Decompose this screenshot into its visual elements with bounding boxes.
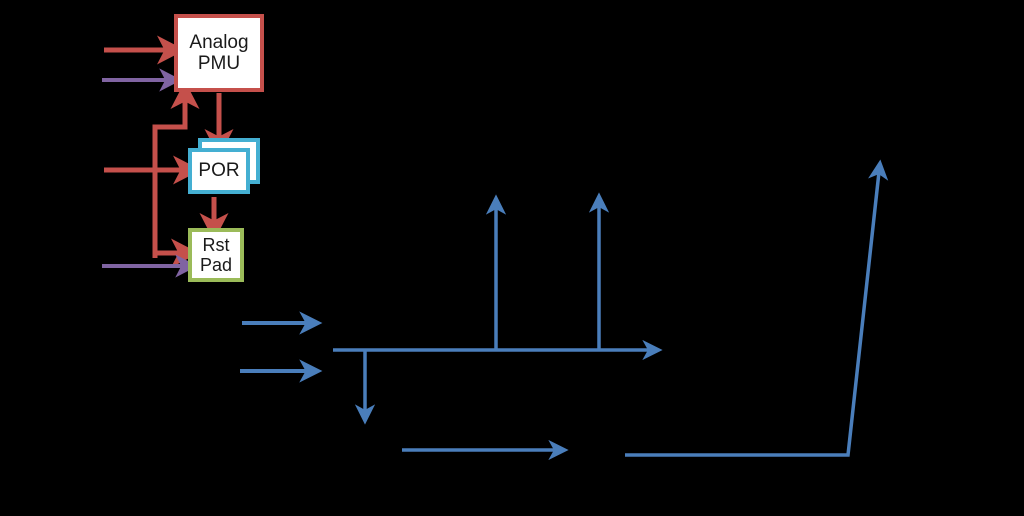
block-analog-pmu-label-line1: Analog [189,31,249,53]
block-rst-pad-label-line2: Pad [199,255,233,275]
block-analog-pmu-label-line2: PMU [197,53,241,74]
block-por-label: POR [198,160,240,182]
block-rst-pad-label-line1: Rst [202,234,230,255]
blue-diagonal-riser-arrow [625,159,889,457]
block-por[interactable]: POR [188,148,250,194]
block-rst-pad[interactable]: Rst Pad [188,228,244,282]
block-analog-pmu[interactable]: Analog PMU [174,14,264,92]
red-feedback-bus-into-analog-pmu [152,81,200,258]
